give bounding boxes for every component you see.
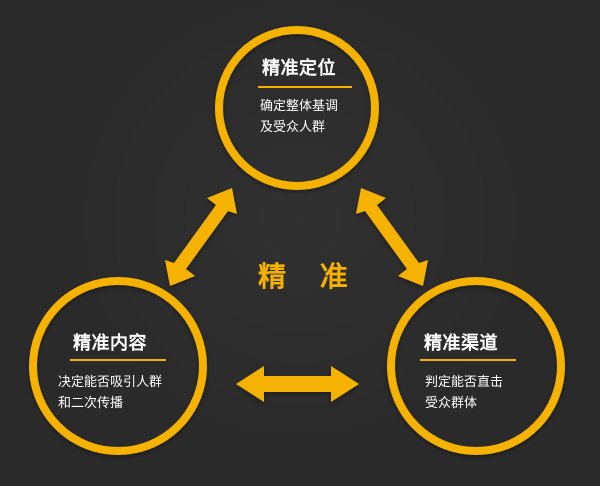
node-content-title: 精准内容 bbox=[73, 333, 147, 354]
connector-positioning-content-arrow bbox=[165, 188, 237, 286]
node-positioning-desc-line-1: 确定整体基调 bbox=[260, 99, 339, 114]
node-content-desc-line-2: 和二次传播 bbox=[58, 396, 124, 411]
node-positioning-title: 精准定位 bbox=[262, 58, 336, 79]
node-circle-channel bbox=[387, 277, 565, 455]
node-circle-content bbox=[29, 277, 207, 455]
node-channel-desc-line-1: 判定能否直击 bbox=[425, 375, 504, 390]
node-positioning-desc-line-2: 及受众人群 bbox=[260, 120, 326, 135]
node-circle-positioning bbox=[215, 26, 379, 190]
node-channel-underline bbox=[420, 359, 516, 361]
center-label: 精 准 bbox=[258, 260, 360, 293]
connector-content-channel-arrow bbox=[236, 366, 359, 402]
node-positioning-underline bbox=[258, 86, 352, 88]
node-content-desc-line-1: 决定能否吸引人群 bbox=[58, 375, 163, 390]
connector-positioning-channel-arrow bbox=[356, 188, 428, 286]
node-content-underline bbox=[70, 359, 166, 361]
node-channel-title: 精准渠道 bbox=[424, 333, 498, 354]
node-channel-desc-line-2: 受众群体 bbox=[425, 396, 478, 411]
